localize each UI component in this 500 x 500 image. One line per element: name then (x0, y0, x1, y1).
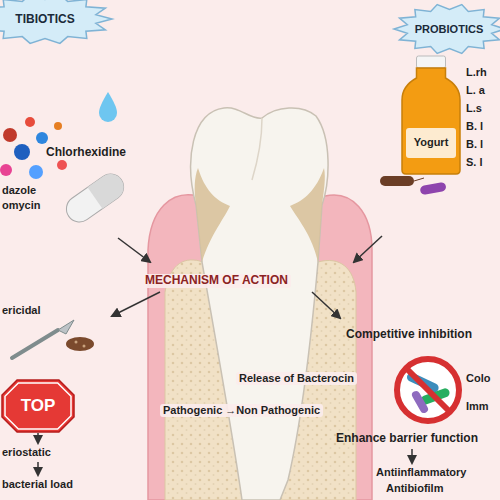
bacteria (380, 176, 447, 195)
strain-name: S. l (466, 156, 483, 169)
stop-sign: TOP (2, 380, 74, 432)
yogurt-bottle: Yogurt (402, 56, 460, 174)
effect-text: Antibiofilm (386, 482, 443, 495)
effect-text: eriostatic (2, 446, 51, 459)
starburst-heading: TIBIOTICS (0, 0, 112, 44)
yogurt-bottle-outline (402, 56, 460, 174)
effect-text: Pathogenic →Non Pathogenic (160, 404, 323, 417)
drug-name: dazole (2, 184, 36, 197)
strain-name: L.s (466, 102, 482, 115)
capsule (61, 169, 128, 227)
instrument (12, 320, 94, 358)
effect-text: Imm (466, 400, 489, 413)
effect-text: Release of Bacterocin (236, 372, 357, 385)
node-text: PROBIOTICS (415, 23, 483, 35)
strain-name: B. l (466, 120, 483, 133)
no-bacteria-symbol (397, 359, 459, 421)
pills (0, 92, 117, 179)
strain-name: B. l (466, 138, 483, 151)
effect-text: Colo (466, 372, 490, 385)
center-heading: MECHANISM OF ACTION (142, 274, 291, 288)
starburst-heading: PROBIOTICS (394, 4, 500, 54)
node-text: TOP (21, 396, 56, 416)
node-text: Yogurt (414, 136, 449, 148)
effect-text: Competitive inhibition (346, 328, 472, 342)
strain-name: L.rh (466, 66, 487, 79)
effect-text: ericidal (2, 304, 41, 317)
strain-name: L. a (466, 84, 485, 97)
effect-text: Antiinflammatory (376, 466, 466, 479)
tooth (191, 108, 328, 500)
drug-name: Chlorhexidine (46, 146, 126, 160)
effect-text: Enhance barrier function (336, 432, 478, 446)
node-text: TIBIOTICS (15, 12, 74, 26)
effect-text: bacterial load (2, 478, 73, 491)
drug-name: omycin (2, 199, 41, 212)
